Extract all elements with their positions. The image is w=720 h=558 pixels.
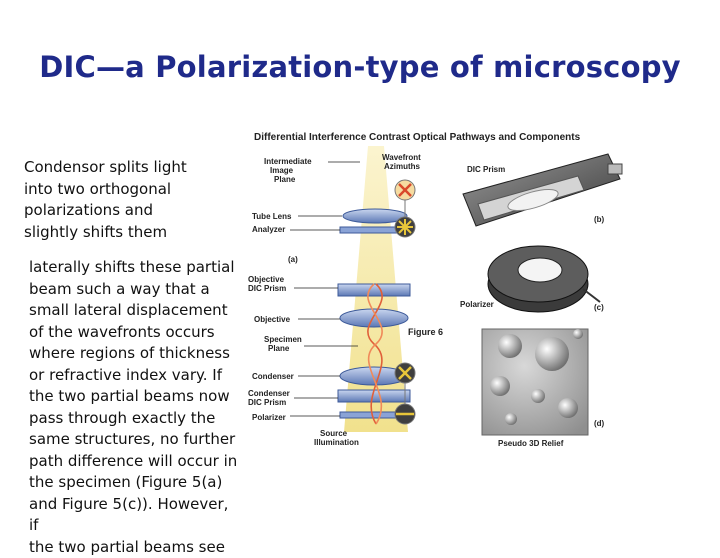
label-panel-a: (a) [288, 255, 298, 264]
label-polarizer-right: Polarizer [460, 300, 494, 309]
label-analyzer: Analyzer [252, 225, 285, 234]
label-panel-c: (c) [594, 303, 604, 312]
label-tube-lens: Tube Lens [252, 212, 292, 221]
label-condenser-prism-1: Condenser [248, 389, 290, 398]
label-objective: Objective [254, 315, 291, 324]
label-pseudo-3d-relief: Pseudo 3D Relief [498, 439, 564, 448]
figure-svg: Differential Interference Contrast Optic… [248, 124, 628, 454]
label-wavefront-2: Azimuths [384, 162, 421, 171]
figure-header: Differential Interference Contrast Optic… [254, 132, 581, 143]
paragraph-lateral-shift: laterally shifts these partial beam such… [29, 257, 241, 558]
label-dic-prism: DIC Prism [467, 165, 505, 174]
azimuth-x-icon [395, 180, 415, 200]
paragraph-condensor: Condensor splits light into two orthogon… [24, 157, 224, 243]
label-specimen-2: Plane [268, 344, 290, 353]
label-specimen-1: Specimen [264, 335, 302, 344]
left-labels: Intermediate Image Plane Tube Lens Analy… [248, 157, 360, 447]
pseudo-3d-relief-image [482, 329, 588, 435]
label-panel-d: (d) [594, 419, 605, 428]
slide-title: DIC—a Polarization-type of microscopy [0, 50, 720, 84]
label-intermediate-2: Image [270, 166, 294, 175]
label-source-2: Illumination [314, 438, 359, 447]
label-source-1: Source [320, 429, 348, 438]
objective-dic-prism-shape [338, 284, 410, 296]
polarizer-ring-image [488, 246, 600, 312]
label-objective-prism-2: DIC Prism [248, 284, 286, 293]
label-intermediate-3: Plane [274, 175, 296, 184]
figure-6-caption: Figure 6 [408, 327, 443, 337]
label-panel-b: (b) [594, 215, 605, 224]
label-polarizer-left: Polarizer [252, 413, 286, 422]
azimuth-star-icon-top [395, 217, 415, 237]
azimuth-x-icon-lower [395, 363, 415, 383]
azimuth-line-icon [395, 404, 415, 424]
label-objective-prism-1: Objective [248, 275, 285, 284]
label-intermediate-1: Intermediate [264, 157, 312, 166]
label-condenser: Condenser [252, 372, 294, 381]
dic-optical-pathways-figure: Differential Interference Contrast Optic… [248, 124, 628, 454]
label-condenser-prism-2: DIC Prism [248, 398, 286, 407]
label-wavefront-1: Wavefront [382, 153, 421, 162]
